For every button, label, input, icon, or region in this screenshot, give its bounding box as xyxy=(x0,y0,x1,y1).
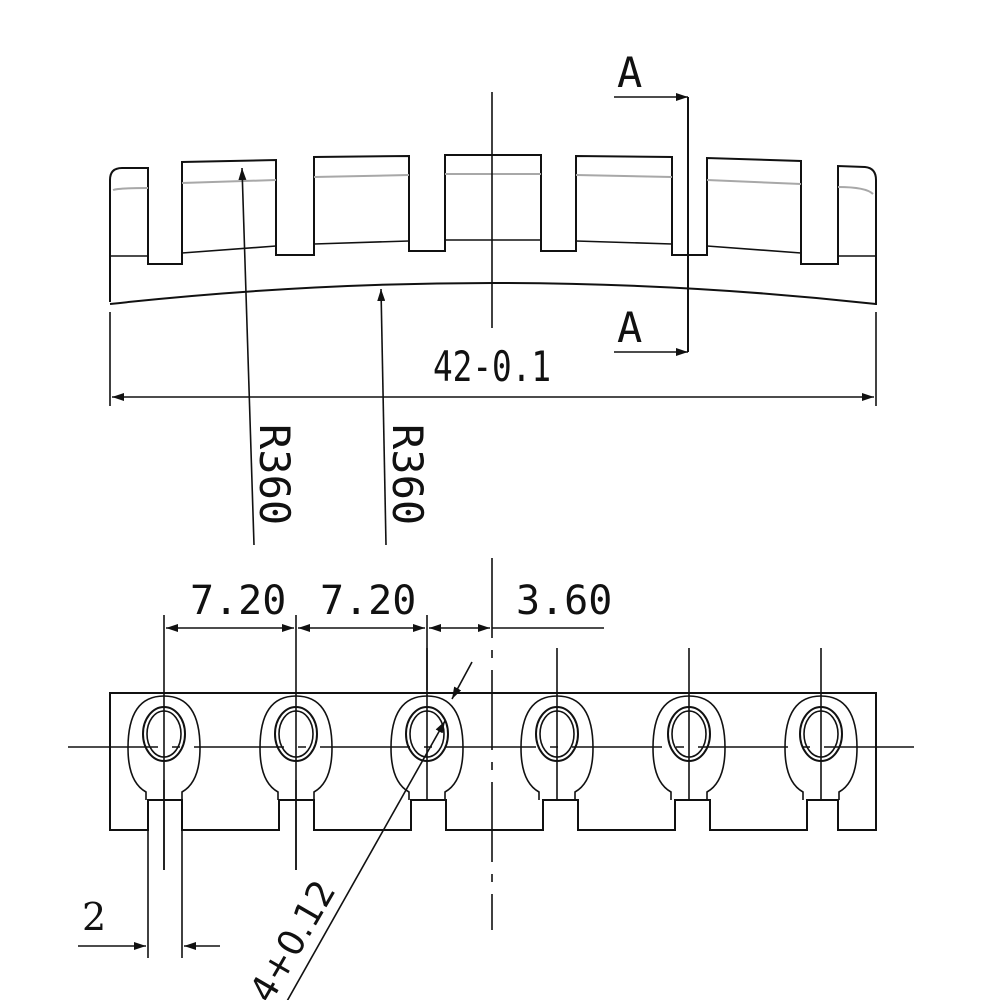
spacing-label-1: 7.20 xyxy=(190,578,286,624)
hole-diameter-label: 4+0.12 xyxy=(242,874,344,1000)
spacing-label-3: 3.60 xyxy=(516,578,612,624)
slot-bottom-arc xyxy=(110,239,876,257)
radius-label-bottom: R360 xyxy=(383,424,432,525)
nut-top-edge-line xyxy=(112,173,874,195)
nut-bottom-view: 7.20 7.20 3.60 2 4+0.12 xyxy=(68,558,926,1000)
spacing-label-2: 7.20 xyxy=(320,578,416,624)
hole-diameter-leader-outer xyxy=(451,661,473,700)
nut-bottom-arc xyxy=(109,282,877,305)
slot-width-label: 2 xyxy=(82,895,106,939)
hole-diameter-leader-inner xyxy=(405,720,446,791)
radius-leader-bottom xyxy=(377,288,387,546)
section-marker-bottom: A xyxy=(617,303,642,352)
radius-leader-top xyxy=(238,167,255,546)
section-marker-top: A xyxy=(617,48,642,97)
width-dimension-label: 42-0.1 xyxy=(433,342,551,391)
nut-top-view: 42-0.1 A A R360 R360 xyxy=(109,48,877,546)
nut-body-outline xyxy=(109,692,877,831)
radius-label-top: R360 xyxy=(250,424,299,525)
hole-diameter-leader xyxy=(286,789,407,1000)
nut-top-outline xyxy=(109,154,877,305)
